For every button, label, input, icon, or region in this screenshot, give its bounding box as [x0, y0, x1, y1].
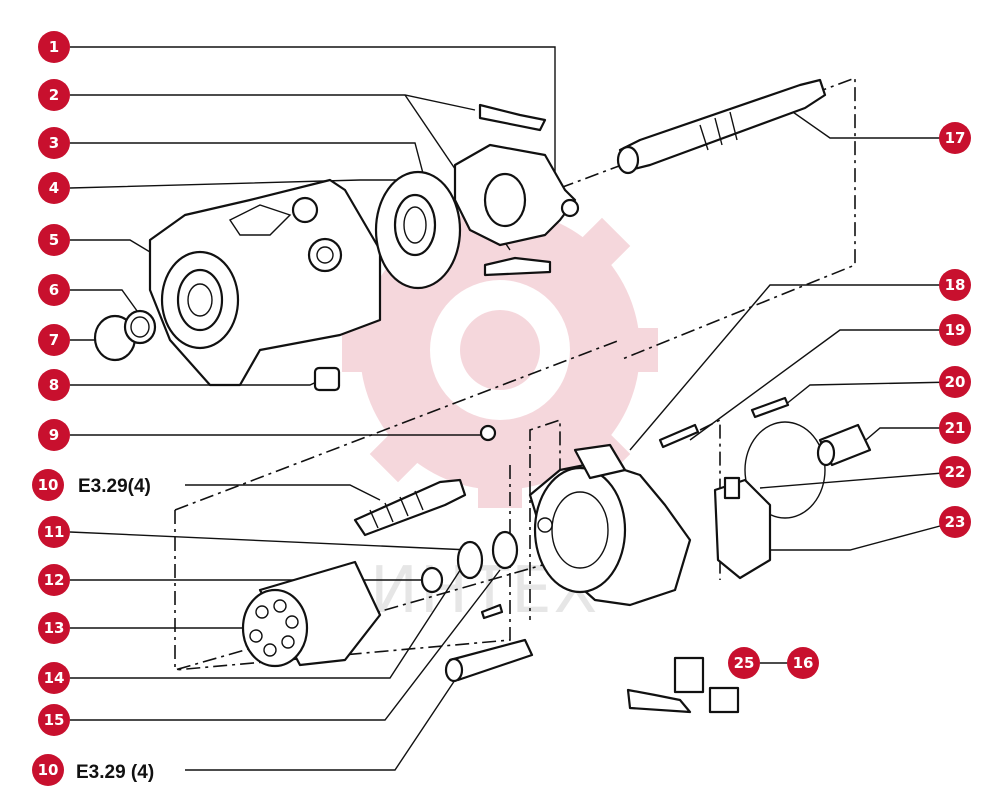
callout-13: 13 [38, 612, 70, 644]
part-spring [353, 478, 467, 537]
svg-text:2: 2 [49, 86, 59, 104]
callout-10-bottom: 10 [32, 754, 64, 786]
callout-3: 3 [38, 127, 70, 159]
callout-9: 9 [38, 419, 70, 451]
callout-11: 11 [38, 516, 70, 548]
part-end-cover [528, 443, 692, 607]
svg-text:14: 14 [44, 669, 65, 687]
svg-text:7: 7 [49, 331, 59, 349]
part-small-kit [626, 656, 740, 714]
svg-text:19: 19 [945, 321, 966, 339]
svg-text:16: 16 [793, 654, 814, 672]
callout-12: 12 [38, 564, 70, 596]
part-housing [148, 178, 382, 387]
callout-14: 14 [38, 662, 70, 694]
svg-text:1: 1 [49, 38, 59, 56]
svg-text:21: 21 [945, 419, 966, 437]
callout-15: 15 [38, 704, 70, 736]
svg-text:22: 22 [945, 463, 966, 481]
reference-labels: E3.29(4) E3.29 (4) [76, 476, 154, 783]
part-plug [313, 366, 341, 392]
part-large-oring [744, 421, 826, 519]
svg-text:23: 23 [945, 513, 966, 531]
part-piston [444, 638, 534, 683]
callouts: 1 2 3 4 5 6 7 8 9 10 11 12 13 14 15 10 1… [32, 31, 971, 786]
part-sleeve [816, 423, 872, 467]
callout-4: 4 [38, 172, 70, 204]
svg-text:8: 8 [49, 376, 59, 394]
part-control-valve [713, 476, 772, 580]
callout-2: 2 [38, 79, 70, 111]
callout-6: 6 [38, 274, 70, 306]
callout-5: 5 [38, 224, 70, 256]
callout-21: 21 [939, 412, 971, 444]
callout-7: 7 [38, 324, 70, 356]
svg-text:10: 10 [38, 476, 59, 494]
callout-25: 25 [728, 647, 760, 679]
callout-18: 18 [939, 269, 971, 301]
svg-text:15: 15 [44, 711, 65, 729]
callout-16: 16 [787, 647, 819, 679]
reference-top: E3.29(4) [78, 476, 151, 497]
part-bolts [658, 396, 790, 449]
callout-10-top: 10 [32, 469, 64, 501]
svg-text:4: 4 [49, 179, 59, 197]
part-seal-plate [374, 170, 462, 290]
svg-text:13: 13 [44, 619, 65, 637]
svg-text:11: 11 [44, 523, 65, 541]
part-cylinder-block [241, 560, 382, 668]
svg-text:3: 3 [49, 134, 59, 152]
svg-text:18: 18 [945, 276, 966, 294]
svg-text:6: 6 [49, 281, 59, 299]
callout-23: 23 [939, 506, 971, 538]
svg-text:12: 12 [44, 571, 65, 589]
svg-text:5: 5 [49, 231, 59, 249]
callout-22: 22 [939, 456, 971, 488]
svg-text:17: 17 [945, 129, 966, 147]
assembly-outline-upper [559, 76, 856, 361]
part-retaining-ring [93, 309, 157, 362]
part-bushings [420, 530, 519, 594]
svg-text:25: 25 [734, 654, 755, 672]
svg-text:20: 20 [945, 373, 966, 391]
callout-1: 1 [38, 31, 70, 63]
part-bracket [453, 103, 580, 277]
part-pin [480, 603, 504, 620]
svg-text:9: 9 [49, 426, 59, 444]
callout-8: 8 [38, 369, 70, 401]
callout-19: 19 [939, 314, 971, 346]
part-drive-shaft [616, 78, 827, 175]
reference-bottom: E3.29 (4) [76, 762, 154, 783]
callout-20: 20 [939, 366, 971, 398]
part-oring-small [479, 424, 497, 442]
svg-text:10: 10 [38, 761, 59, 779]
callout-17: 17 [939, 122, 971, 154]
